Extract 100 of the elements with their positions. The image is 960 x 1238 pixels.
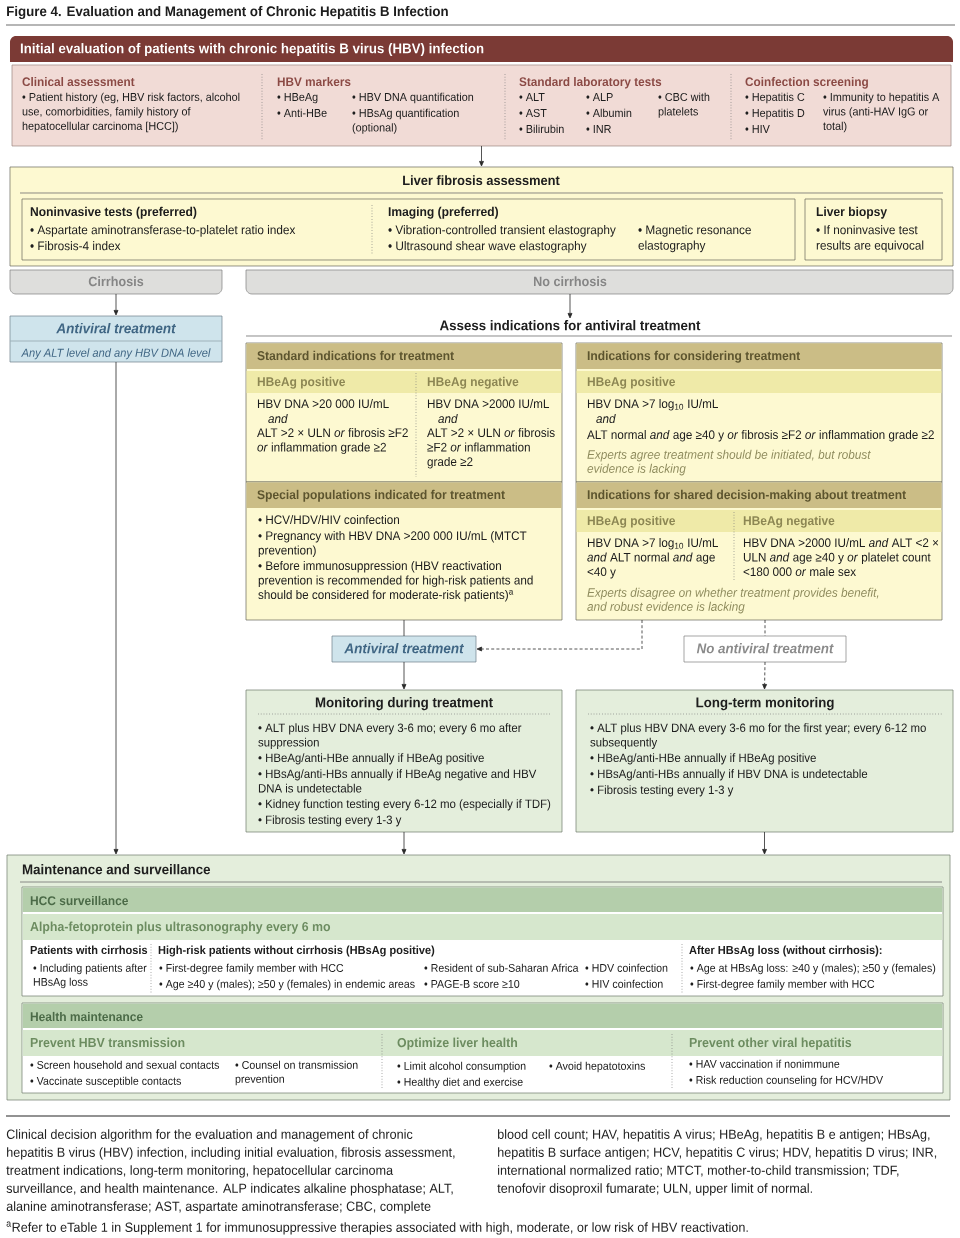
- section-heading: Clinical assessment: [22, 77, 135, 87]
- list-item: • Ultrasound shear wave elastography: [388, 241, 587, 253]
- list-item: • ALP: [586, 93, 613, 101]
- list-heading: Imaging (preferred): [388, 206, 498, 219]
- figure-title: Figure 4. Evaluation and Management of Chronic Hepatitis B Infection: [7, 5, 448, 20]
- list-item: • Age ≥40 y (males); ≥50 y (females) in endemic areas: [159, 979, 415, 991]
- list-item: • If noninvasive test results are equivocal: [816, 225, 924, 253]
- list-item: • Anti-HBe: [277, 108, 327, 117]
- note: Experts agree treatment should be initiated, but robust evidence is lacking: [587, 449, 871, 476]
- list-item: • ALT: [519, 93, 545, 101]
- list-item: • Pregnancy with HBV DNA >200 000 IU/mL (MTCT prevention): [258, 531, 527, 557]
- criterion-text: and: [268, 414, 288, 424]
- subheader-band: Prevent other viral hepatitis: [672, 1030, 943, 1056]
- subheader-band: HBeAg negative: [734, 510, 942, 532]
- header-band: HCC surveillance: [22, 887, 943, 912]
- list-item: • HBsAg/anti-HBs annually if HBV DNA is undetectable: [590, 769, 868, 781]
- outcome-box: No antiviral treatment: [683, 635, 847, 663]
- arrow: [113, 293, 119, 316]
- list-item: • AST: [519, 108, 547, 117]
- arrow: [762, 831, 767, 855]
- list-heading: High-risk patients without cirrhosis (HBsAg positive): [158, 945, 435, 957]
- list-item: • Fibrosis testing every 1-3 y: [590, 785, 734, 797]
- list-item: • First-degree family member with HCC: [690, 979, 875, 991]
- header-band: Indications for considering treatment: [576, 343, 942, 369]
- list-item: • Hepatitis C: [745, 92, 805, 104]
- list-item: • Fibrosis-4 index: [30, 241, 121, 251]
- criterion-text: HBV DNA >2000 IU/mL: [427, 399, 550, 409]
- list-item: • Age at HBsAg loss: ≥40 y (males); ≥50 y (females): [690, 963, 936, 975]
- criterion-text: and: [438, 414, 458, 424]
- subheader-band: Optimize liver health: [382, 1030, 672, 1056]
- list-item: • INR: [586, 125, 611, 133]
- list-item: • HBsAg quantification (optional): [352, 108, 459, 134]
- criterion-text: HBV DNA >20 000 IU/mL: [257, 399, 389, 409]
- section-heading: HBV markers: [277, 77, 351, 87]
- list-item: • HBeAg/anti-HBe annually if HBeAg positive: [590, 753, 816, 765]
- list-item: • Aspartate aminotransferase-to-platelet ratio index: [30, 225, 296, 237]
- footnote: $^{a}$Refer to eTable 1 in Supplement 1 for immunosuppressive therapies associated with high, moderate, or low risk of HBV reactivation.: [6, 1221, 748, 1235]
- list-heading: After HBsAg loss (without cirrhosis):: [689, 945, 882, 957]
- list-item: • Magnetic resonance elastography: [638, 225, 751, 253]
- list-item: • Screen household and sexual contacts: [30, 1060, 220, 1069]
- treatment-box: Antiviral treatment Any ALT level and any HBV DNA level: [9, 315, 223, 363]
- list-item: • ALT plus HBV DNA every 3-6 mo; every 6 mo after suppression: [258, 723, 522, 749]
- list-item: • HDV coinfection: [585, 963, 668, 972]
- treatment-box: Antiviral treatment: [331, 635, 477, 663]
- list-item: • HAV vaccination if nonimmune: [689, 1059, 840, 1068]
- list-item: • Counsel on transmission prevention: [235, 1060, 358, 1086]
- list-item: • HBeAg/anti-HBe annually if HBeAg positive: [258, 753, 484, 765]
- header-band: Initial evaluation of patients with chronic hepatitis B virus (HBV) infection: [10, 36, 953, 62]
- caption: Clinical decision algorithm for the evaluation and management of chronic hepatitis B virus (HBV) infection, including initial evaluation, fibrosis assessment, treatment indications, long-term monitoring, hepatocellular carcinoma surveillance, and health maintenance. ALP indicates alkaline phosphatase; ALT, alanine aminotransferase; AST, aspartate aminotransferase; CBC, complete blood cell count; HAV, hepatitis A virus; HBeAg, hepatitis B e antigen; HBsAg, hepatitis B surface antigen; HCV, hepatitis C virus; HDV, hepatitis D virus; INR, international normalized ratio; MTCT, mother-to-child transmission; TDF, tenofovir disoproxil fumarate; ULN, upper limit of normal.: [6, 1129, 937, 1214]
- list-item: • Patient history (eg, HBV risk factors, alcohol use, comorbidities, family history of hepatocellular carcinoma [HCC]): [22, 92, 240, 133]
- list-item: • Albumin: [586, 108, 632, 117]
- list-item: • First-degree family member with HCC: [159, 963, 344, 975]
- list-heading: Patients with cirrhosis: [30, 945, 148, 955]
- list-item: • Immunity to hepatitis A virus (anti-HAV IgG or total): [823, 92, 940, 133]
- list-item: • ALT plus HBV DNA every 3-6 mo for the first year; every 6-12 mo subsequently: [590, 723, 926, 749]
- heading: Assess indications for antiviral treatment: [439, 320, 701, 331]
- arrow: [401, 661, 407, 690]
- criterion-text: and: [596, 414, 616, 424]
- criterion-text: HBV DNA >2000 IU/mL and ALT <2 × ULN and age ≥40 y or platelet count <180 000 or male sex: [743, 538, 939, 577]
- criterion-text: HBV DNA >7 log$_{10}$ IU/mL and ALT normal and age <40 y: [587, 538, 718, 579]
- list-item: • PAGE-B score ≥10: [424, 980, 520, 988]
- list-item: • Risk reduction counseling for HCV/HDV: [689, 1075, 884, 1087]
- arrow: [567, 293, 573, 319]
- criterion-text: HBV DNA >7 log$_{10}$ IU/mL: [587, 399, 718, 411]
- list-item: • Before immunosuppression (HBV reactivation prevention is recommended for high-risk patients and should be considered for moderate-risk patients)$^{a}$: [258, 561, 533, 602]
- box-heading: Monitoring during treatment: [315, 697, 493, 711]
- list-item: • Healthy diet and exercise: [397, 1077, 523, 1089]
- list-item: • Resident of sub-Saharan Africa: [424, 963, 579, 972]
- arrow: [479, 145, 484, 167]
- list-item: • HIV coinfection: [585, 979, 663, 988]
- criterion-text: ALT normal and age ≥40 y or fibrosis ≥F2 or inflammation grade ≥2: [587, 430, 934, 442]
- subheader-band: Prevent HBV transmission: [22, 1030, 382, 1056]
- arrow: [113, 361, 119, 855]
- list-heading: Noninvasive tests (preferred): [30, 206, 197, 219]
- arrow: [476, 619, 643, 652]
- panel-heading: Liver fibrosis assessment: [403, 175, 560, 186]
- note: Experts disagree on whether treatment provides benefit, and robust evidence is lacking: [587, 587, 879, 614]
- list-item: • HCV/HDV/HIV coinfection: [258, 515, 399, 525]
- header-band: Standard indications for treatment: [246, 343, 562, 369]
- list-item: • Vaccinate susceptible contacts: [30, 1076, 181, 1088]
- list-item: • Vibration-controlled transient elastography: [388, 225, 616, 237]
- list-item: • Avoid hepatotoxins: [549, 1061, 645, 1073]
- header-band: Indications for shared decision-making about treatment: [576, 482, 942, 508]
- criterion-text: ALT >2 × ULN or fibrosis ≥F2 or inflammation grade ≥2: [257, 428, 408, 454]
- list-item: • CBC with platelets: [658, 92, 710, 118]
- tab: Cirrhosis: [9, 269, 223, 295]
- arrow: [401, 831, 407, 855]
- list-item: • HIV: [745, 125, 770, 133]
- list-item: • HBsAg/anti-HBs annually if HBeAg negative and HBV DNA is undetectable: [258, 769, 537, 793]
- subheader-band: HBeAg positive: [576, 371, 942, 393]
- list-item: • Bilirubin: [519, 124, 564, 133]
- box-heading: Long-term monitoring: [696, 697, 834, 711]
- header-band: Special populations indicated for treatment: [246, 482, 562, 508]
- list-item: • Limit alcohol consumption: [397, 1061, 526, 1073]
- panel-heading: Maintenance and surveillance: [22, 864, 211, 875]
- arrow: [762, 661, 767, 690]
- tab: No cirrhosis: [245, 269, 954, 295]
- section-heading: Standard laboratory tests: [519, 77, 662, 89]
- list-item: • Hepatitis D: [745, 108, 805, 120]
- subheader-band: HBeAg negative: [416, 371, 562, 393]
